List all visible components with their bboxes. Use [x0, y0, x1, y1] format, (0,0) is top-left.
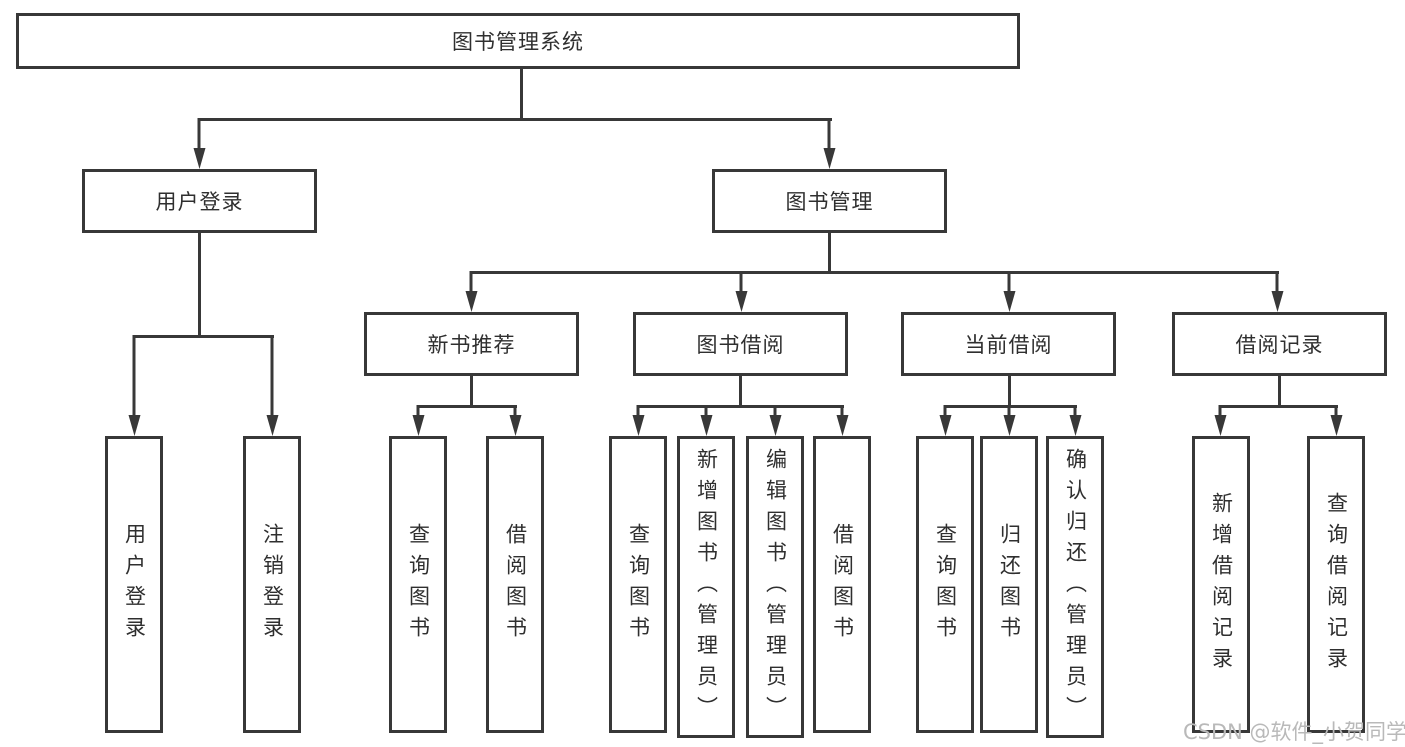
connector-arrow-query-borrow-record	[1330, 405, 1343, 436]
connector-arrow-add-borrow-record	[1214, 405, 1227, 436]
arrowhead-icon	[1069, 415, 1081, 436]
leaf-confirm-return-admin-label: 确认归还（管理员）	[1063, 447, 1088, 727]
connector-root-stub	[519, 69, 523, 118]
leaf-user-login: 用户登录	[105, 436, 163, 733]
arrowhead-icon	[735, 291, 747, 312]
node-user-login-label: 用户登录	[155, 190, 244, 214]
connector-new-book-stub	[470, 376, 473, 405]
leaf-return-book: 归还图书	[980, 436, 1038, 733]
leaf-logout-label: 注销登录	[260, 522, 285, 647]
connector-user-login-bar	[132, 335, 274, 338]
node-borrowing-records-label: 借阅记录	[1235, 333, 1324, 357]
connector-user-login-stub	[197, 233, 201, 335]
leaf-user-login-label: 用户登录	[122, 522, 147, 647]
csdn-watermark: CSDN @软件_小贺同学	[1183, 720, 1405, 744]
leaf-query-books-current: 查询图书	[916, 436, 974, 733]
connector-arrow-new-book	[465, 271, 478, 312]
connector-arrow-confirm-return	[1069, 405, 1082, 436]
leaf-edit-book-admin-label: 编辑图书（管理员）	[763, 447, 788, 727]
connector-arrow-leaf-logout	[266, 335, 279, 436]
arrowhead-icon	[836, 415, 848, 436]
connector-arrow-borrow-records	[1271, 271, 1284, 312]
leaf-borrow-books-borrowing-label: 借阅图书	[830, 522, 855, 647]
leaf-query-books-recommend: 查询图书	[389, 436, 447, 733]
connector-arrow-book-borrow	[735, 271, 748, 312]
connector-new-book-bar	[416, 405, 517, 408]
node-book-borrowing-label: 图书借阅	[696, 333, 785, 357]
node-new-book-recommendation: 新书推荐	[364, 312, 579, 376]
connector-arrow-user-login	[193, 118, 206, 169]
connector-arrow-book-mgmt	[823, 118, 836, 169]
node-book-management-label: 图书管理	[785, 190, 874, 214]
arrowhead-icon	[128, 415, 140, 436]
arrowhead-icon	[1271, 291, 1283, 312]
connector-arrow-edit-book	[769, 405, 782, 436]
connector-book-borrow-bar	[636, 405, 844, 408]
arrowhead-icon	[1003, 415, 1015, 436]
connector-root-bar	[197, 118, 832, 121]
node-current-borrowing: 当前借阅	[901, 312, 1116, 376]
connector-arrow-current-borrow	[1003, 271, 1016, 312]
connector-arrow-add-book	[700, 405, 713, 436]
node-new-book-recommendation-label: 新书推荐	[427, 333, 516, 357]
leaf-edit-book-admin: 编辑图书（管理员）	[746, 436, 804, 738]
node-root: 图书管理系统	[16, 13, 1020, 69]
leaf-return-book-label: 归还图书	[997, 522, 1022, 647]
arrowhead-icon	[823, 148, 835, 169]
node-book-management: 图书管理	[712, 169, 947, 233]
connector-arrow-return-book	[1003, 405, 1016, 436]
leaf-borrow-books-borrowing: 借阅图书	[813, 436, 871, 733]
arrowhead-icon	[412, 415, 424, 436]
connector-book-mgmt-stub	[827, 233, 831, 271]
arrowhead-icon	[769, 415, 781, 436]
leaf-query-books-borrowing: 查询图书	[609, 436, 667, 733]
leaf-borrow-books-recommend: 借阅图书	[486, 436, 544, 733]
connector-arrow-borrow-books-2	[836, 405, 849, 436]
connector-borrow-records-bar	[1218, 405, 1338, 408]
arrowhead-icon	[632, 415, 644, 436]
arrowhead-icon	[1214, 415, 1226, 436]
connector-arrow-query-books-1	[412, 405, 425, 436]
leaf-logout: 注销登录	[243, 436, 301, 733]
arrowhead-icon	[939, 415, 951, 436]
leaf-add-borrow-record-label: 新增借阅记录	[1209, 491, 1234, 678]
connector-book-borrow-stub	[739, 376, 742, 405]
arrowhead-icon	[509, 415, 521, 436]
connector-book-mgmt-bar	[469, 271, 1279, 274]
leaf-borrow-books-recommend-label: 借阅图书	[503, 522, 528, 647]
arrowhead-icon	[1330, 415, 1342, 436]
leaf-add-book-admin: 新增图书（管理员）	[677, 436, 735, 738]
leaf-query-borrow-record-label: 查询借阅记录	[1324, 491, 1349, 678]
leaf-query-books-current-label: 查询图书	[933, 522, 958, 647]
leaf-add-book-admin-label: 新增图书（管理员）	[694, 447, 719, 727]
connector-arrow-query-books-3	[939, 405, 952, 436]
connector-borrow-records-stub	[1278, 376, 1281, 405]
node-user-login: 用户登录	[82, 169, 317, 233]
node-root-label: 图书管理系统	[452, 30, 584, 54]
leaf-add-borrow-record: 新增借阅记录	[1192, 436, 1250, 733]
leaf-confirm-return-admin: 确认归还（管理员）	[1046, 436, 1104, 738]
connector-arrow-leaf-user-login	[128, 335, 141, 436]
arrowhead-icon	[1003, 291, 1015, 312]
arrowhead-icon	[465, 291, 477, 312]
connector-arrow-borrow-books-1	[509, 405, 522, 436]
arrowhead-icon	[193, 148, 205, 169]
connector-current-borrow-stub	[1007, 376, 1011, 405]
node-current-borrowing-label: 当前借阅	[964, 333, 1053, 357]
arrowhead-icon	[266, 415, 278, 436]
arrowhead-icon	[700, 415, 712, 436]
connector-arrow-query-books-2	[632, 405, 645, 436]
node-book-borrowing: 图书借阅	[633, 312, 848, 376]
leaf-query-books-recommend-label: 查询图书	[406, 522, 431, 647]
leaf-query-books-borrowing-label: 查询图书	[626, 522, 651, 647]
leaf-query-borrow-record: 查询借阅记录	[1307, 436, 1365, 733]
node-borrowing-records: 借阅记录	[1172, 312, 1387, 376]
